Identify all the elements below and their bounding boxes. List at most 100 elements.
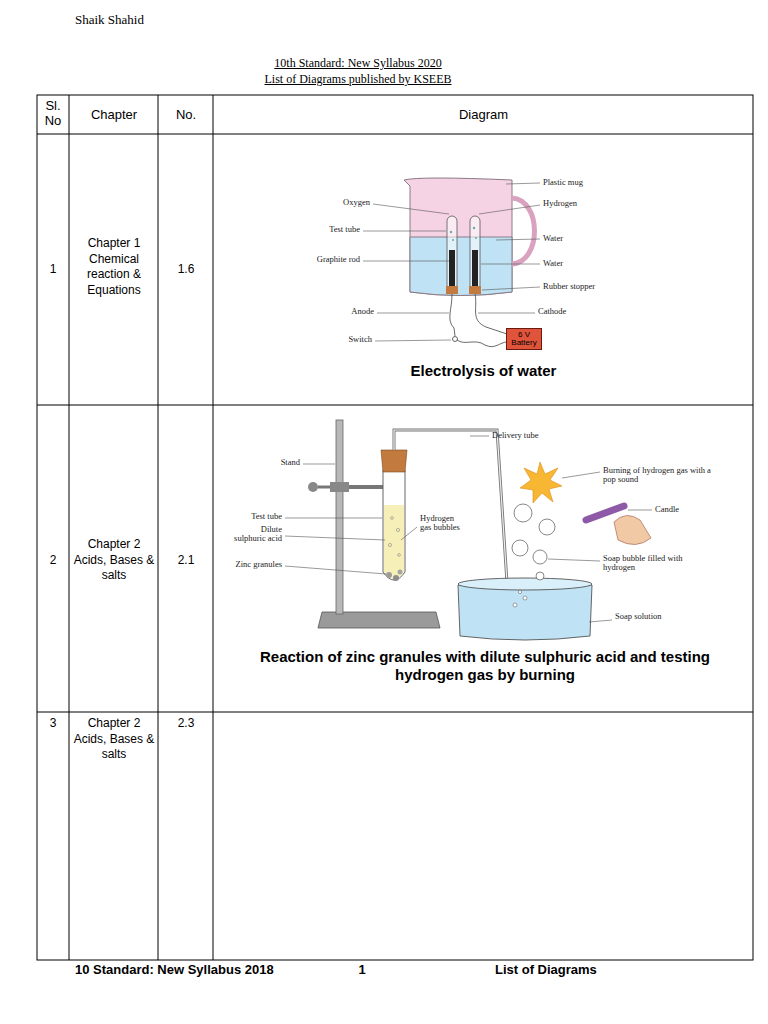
graphite-rod <box>472 250 478 286</box>
column-header-text: Sl. No <box>45 98 62 128</box>
table-cell-text: 1.6 <box>178 262 195 276</box>
rubber-stopper <box>469 286 481 294</box>
page-number: 1 <box>352 962 372 977</box>
stand-base <box>318 612 440 628</box>
figure-caption-text: Reaction of zinc granules with dilute su… <box>260 648 710 683</box>
part-label-text: Switch <box>348 334 372 344</box>
battery-label: 6 V Battery <box>511 330 536 347</box>
hand <box>614 515 651 544</box>
table-cell-text: 3 <box>50 716 57 730</box>
gas-bubble <box>513 603 517 607</box>
dilute-acid <box>384 505 404 579</box>
page-title: 10th Standard: New Syllabus 2020 <box>208 56 508 71</box>
part-label: Dilute sulphuric acid <box>232 525 282 544</box>
zinc-granule <box>393 575 399 581</box>
subheading: List of Diagrams published by KSEEB <box>208 72 508 87</box>
part-label: Soap solution <box>615 612 671 621</box>
cork <box>381 450 407 472</box>
table-grid <box>37 95 753 960</box>
part-label-text: Cathode <box>538 306 566 316</box>
part-label-text: Anode <box>351 306 374 316</box>
subheading-text: List of Diagrams published by KSEEB <box>265 72 452 86</box>
column-header-text: Diagram <box>459 107 508 122</box>
test-tube <box>470 216 480 290</box>
footer-text: List of Diagrams <box>495 962 655 977</box>
gas-bubble <box>523 596 527 600</box>
figure-caption: Electrolysis of water <box>214 362 753 380</box>
part-label: Cathode <box>538 307 618 316</box>
rubber-stopper <box>446 286 458 294</box>
table-cell-text: Chapter 1 Chemical reaction & Equations <box>87 236 141 297</box>
footer-text-text: 10 Standard: New Syllabus 2018 <box>75 962 274 977</box>
leader-line <box>562 472 600 478</box>
table-cell: Chapter 2 Acids, Bases & salts <box>72 537 156 584</box>
part-label: Oxygen <box>320 198 370 207</box>
leader-line <box>481 264 540 265</box>
gas-bubble <box>475 237 477 239</box>
battery-box: 6 V Battery <box>506 328 542 351</box>
footer-text-text: List of Diagrams <box>495 962 597 977</box>
leader-line <box>496 239 540 240</box>
author-name: Shaik Shahid <box>75 12 225 28</box>
leader-line <box>589 620 612 622</box>
test-tube <box>447 216 457 290</box>
table-rule <box>37 712 753 713</box>
table-cell: 3 <box>38 716 68 732</box>
clamp-boss <box>330 482 349 492</box>
delivery-tube <box>394 430 522 603</box>
part-label: Switch <box>320 335 372 344</box>
column-header: No. <box>159 108 213 123</box>
leader-line <box>482 287 540 290</box>
gas-bubble <box>473 227 475 229</box>
zinc-granule <box>398 570 403 575</box>
soap-bubble <box>533 550 547 564</box>
clamp-arm <box>349 485 384 489</box>
leader-line <box>363 261 449 262</box>
table-cell-text: 2 <box>50 553 57 567</box>
leader-line <box>377 313 449 314</box>
soap-bubble <box>512 540 528 556</box>
gas-bubble <box>452 239 454 241</box>
table-cell-text: Chapter 2 Acids, Bases & salts <box>74 537 155 582</box>
table-cell: 2.1 <box>159 553 213 569</box>
page-number-text: 1 <box>358 962 365 977</box>
clamp-screw <box>318 486 330 489</box>
wire <box>475 294 507 334</box>
table-cell: 1.6 <box>159 262 213 278</box>
table-cell: 2.3 <box>159 716 213 732</box>
mug-handle <box>512 198 535 264</box>
part-label: Candle <box>655 505 715 514</box>
part-label-text: Water <box>543 258 563 268</box>
leader-line <box>478 313 535 314</box>
table-rule <box>213 95 214 960</box>
part-label-text: Burning of hydrogen gas with a pop sound <box>603 465 711 484</box>
part-label-text: Stand <box>281 457 300 467</box>
part-label-text: Test tube <box>251 511 282 521</box>
leader-line <box>506 183 540 184</box>
gas-bubble <box>391 517 394 520</box>
footer-text: 10 Standard: New Syllabus 2018 <box>75 962 335 977</box>
gas-bubble <box>518 590 521 593</box>
column-header: Sl. No <box>38 99 68 129</box>
part-label-text: Hydrogen <box>543 198 577 208</box>
part-label: Test tube <box>222 512 282 521</box>
part-label: Anode <box>320 307 374 316</box>
column-header-text: No. <box>176 107 196 122</box>
part-label-text: Delivery tube <box>492 430 539 440</box>
part-label: Test tube <box>300 225 360 234</box>
page-title-text: 10th Standard: New Syllabus 2020 <box>274 56 441 70</box>
part-label: Rubber stopper <box>543 282 623 291</box>
delivery-tube <box>394 430 522 603</box>
part-label: Plastic mug <box>543 178 623 187</box>
table-cell-text: 2.1 <box>178 553 195 567</box>
column-header: Chapter <box>70 108 158 123</box>
leader-line <box>303 464 335 465</box>
table-rule <box>158 95 159 960</box>
part-label-text: Soap bubble filled with hydrogen <box>603 553 683 572</box>
test-tube <box>383 470 405 580</box>
pop-burst <box>520 462 562 503</box>
part-label: Graphite rod <box>290 255 360 264</box>
part-label: Hydrogen gas bubbles <box>420 514 460 533</box>
table-cell: Chapter 1 Chemical reaction & Equations <box>72 236 156 298</box>
